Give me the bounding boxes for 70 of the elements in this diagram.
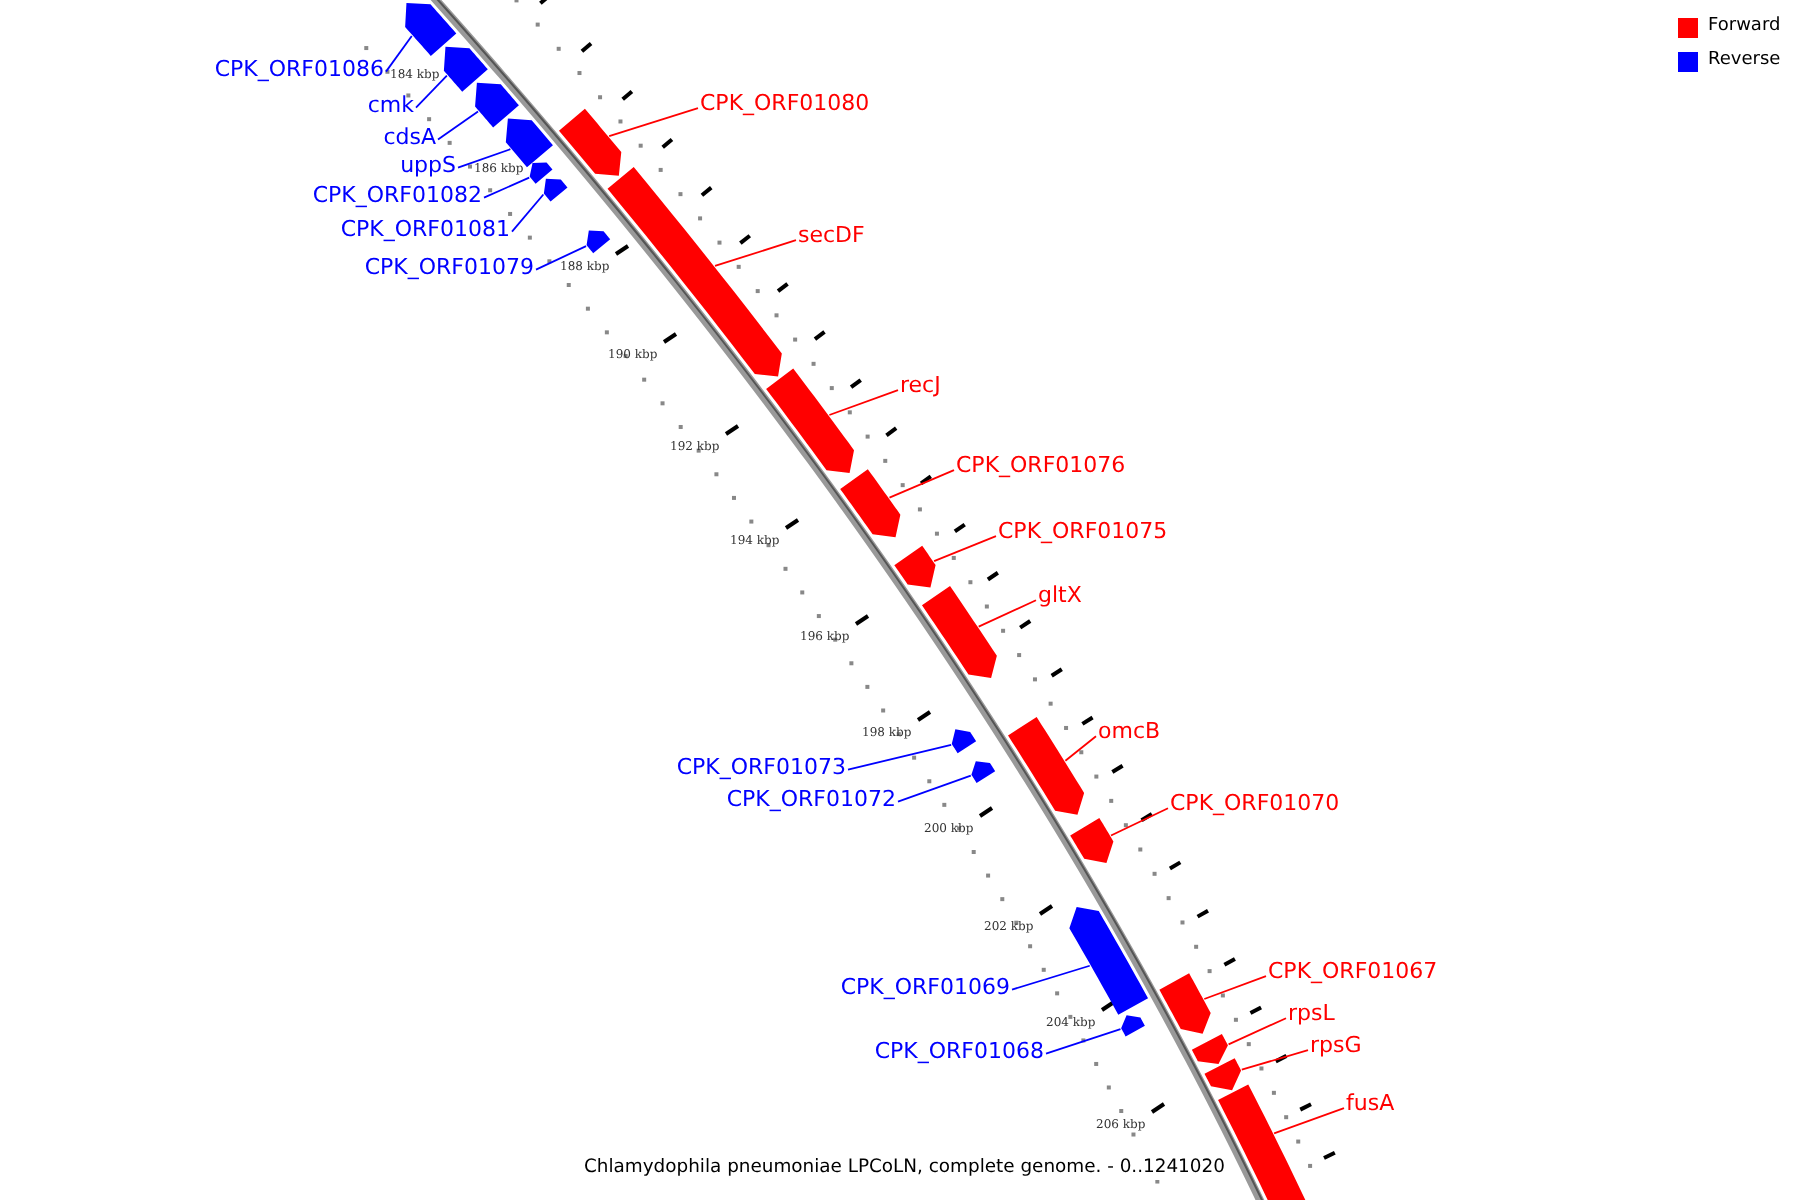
reverse-gene-block bbox=[1121, 1015, 1145, 1037]
gene-label: rpsG bbox=[1310, 1032, 1362, 1058]
forward-gene-block bbox=[1008, 717, 1085, 815]
leader-line bbox=[437, 110, 479, 141]
leader-line bbox=[385, 35, 413, 73]
leader-line bbox=[1110, 807, 1169, 837]
reverse-gene-block bbox=[1069, 906, 1149, 1015]
reverse-gene-block bbox=[951, 729, 977, 754]
gene-label: cmk bbox=[367, 92, 414, 118]
leader-line bbox=[608, 107, 699, 137]
leader-line bbox=[933, 535, 997, 562]
leader-line bbox=[415, 74, 448, 109]
gene-label: CPK_ORF01082 bbox=[312, 182, 482, 208]
gene-label: CPK_ORF01081 bbox=[340, 216, 510, 242]
leader-line bbox=[1064, 735, 1097, 762]
leader-line bbox=[847, 744, 953, 771]
forward-gene-block bbox=[894, 545, 936, 588]
legend-label: Forward bbox=[1708, 16, 1781, 38]
reverse-gene-block bbox=[529, 162, 553, 184]
leader-line bbox=[483, 176, 531, 199]
leader-line bbox=[535, 245, 587, 271]
gene-label: CPK_ORF01075 bbox=[998, 518, 1168, 544]
gene-label: CPK_ORF01069 bbox=[840, 974, 1010, 1000]
reverse-gene-block bbox=[543, 178, 568, 202]
legend-label: Reverse bbox=[1708, 50, 1781, 72]
leader-line bbox=[1240, 1049, 1309, 1071]
forward-gene-block bbox=[766, 368, 854, 473]
forward-gene-block bbox=[558, 108, 622, 176]
gene-label: gltX bbox=[1038, 582, 1082, 608]
gene-label: recJ bbox=[900, 372, 941, 398]
leader-line bbox=[511, 193, 545, 233]
reverse-gene-block bbox=[443, 46, 488, 92]
gene-label: CPK_ORF01086 bbox=[214, 56, 384, 82]
forward-gene-block bbox=[921, 586, 997, 678]
gene-label: CPK_ORF01080 bbox=[700, 90, 870, 116]
gene-label: rpsL bbox=[1288, 1000, 1335, 1026]
leader-line bbox=[457, 148, 512, 169]
leader-line bbox=[1227, 1017, 1287, 1046]
leader-line bbox=[1203, 975, 1267, 1000]
gene-label: CPK_ORF01073 bbox=[676, 754, 846, 780]
forward-gene-block bbox=[1204, 1058, 1242, 1091]
leader-line bbox=[1273, 1107, 1345, 1135]
leader-line bbox=[714, 239, 797, 267]
reverse-gene-block bbox=[475, 82, 519, 128]
gene-label: CPK_ORF01079 bbox=[364, 254, 534, 280]
forward-gene-block bbox=[607, 167, 782, 377]
leader-line bbox=[888, 469, 955, 499]
forward-gene-block bbox=[840, 469, 901, 538]
reverse-gene-block bbox=[971, 761, 996, 783]
caption: Chlamydophila pneumoniae LPCoLN, complete genome. - 0..1241020 bbox=[582, 1156, 1227, 1180]
forward-gene-block bbox=[1159, 973, 1211, 1034]
leader-line bbox=[977, 599, 1037, 628]
gene-label: CPK_ORF01076 bbox=[956, 452, 1126, 478]
forward-gene-block bbox=[1070, 817, 1114, 863]
leader-line bbox=[1011, 964, 1091, 991]
gene-label: cdsA bbox=[383, 124, 436, 150]
gene-label: CPK_ORF01070 bbox=[1170, 790, 1340, 816]
reverse-gene-block bbox=[586, 230, 611, 254]
gene-label: CPK_ORF01068 bbox=[874, 1038, 1044, 1064]
reverse-gene-block bbox=[405, 2, 457, 56]
gene-label: omcB bbox=[1098, 718, 1161, 744]
gene-label: CPK_ORF01072 bbox=[726, 786, 896, 812]
gene-label: CPK_ORF01067 bbox=[1268, 958, 1438, 984]
leader-line bbox=[828, 389, 899, 416]
leader-line bbox=[897, 774, 972, 803]
gene-label: uppS bbox=[400, 152, 456, 178]
gene-label: secDF bbox=[798, 222, 865, 248]
forward-gene-block bbox=[1191, 1033, 1228, 1064]
leader-line bbox=[1045, 1028, 1122, 1055]
gene-label: fusA bbox=[1346, 1090, 1395, 1116]
